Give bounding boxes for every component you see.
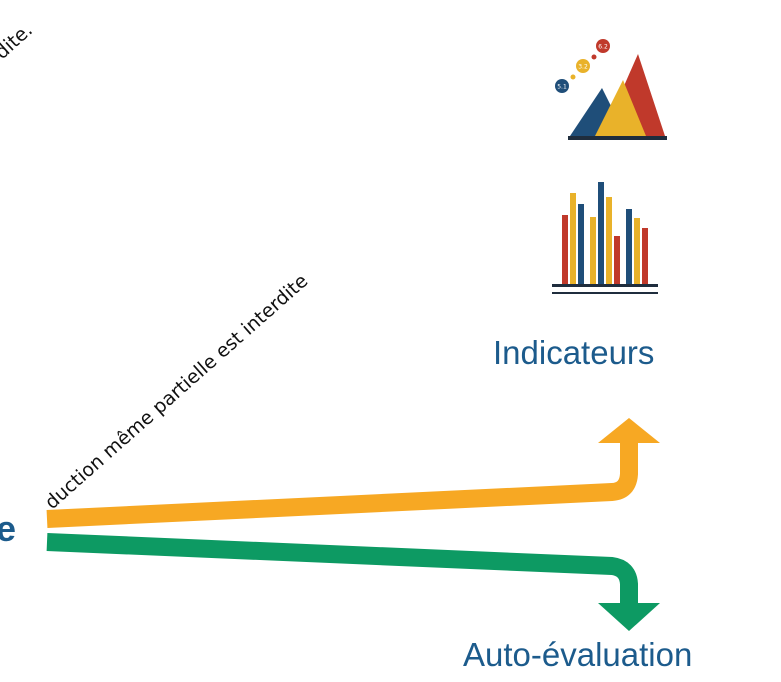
bar-10 bbox=[642, 228, 648, 284]
orange-arrow bbox=[46, 418, 660, 528]
bar-5 bbox=[598, 182, 604, 284]
badge-red-label: 6.2 bbox=[598, 44, 608, 51]
dot-small-gold bbox=[570, 74, 576, 80]
watermark-top: dite. bbox=[0, 19, 37, 64]
bar-4 bbox=[590, 217, 596, 284]
watermark-main: duction même partielle est interdite bbox=[41, 270, 313, 514]
bar-7 bbox=[614, 236, 620, 284]
badge-gold bbox=[576, 59, 590, 73]
indicateurs-label: Indicateurs bbox=[493, 334, 655, 371]
mountain-gold bbox=[595, 80, 646, 136]
badge-navy-label: 5.1 bbox=[557, 84, 567, 91]
bar-2 bbox=[570, 193, 576, 284]
orange-arrowhead bbox=[598, 418, 660, 443]
mountain-baseline bbox=[568, 136, 667, 140]
orange-arrow-shaft bbox=[46, 442, 638, 528]
watermark: dite. duction même partielle est interdi… bbox=[0, 19, 312, 514]
mountain-chart-icon: 5.1 3.2 6.2 bbox=[555, 39, 667, 140]
badge-gold-label: 3.2 bbox=[578, 64, 588, 71]
bar-6 bbox=[606, 197, 612, 284]
badge-navy bbox=[555, 79, 569, 93]
bar-8 bbox=[626, 209, 632, 284]
bar-9 bbox=[634, 218, 640, 284]
left-cut-label: e bbox=[0, 508, 17, 549]
bar-chart-baseline bbox=[552, 284, 658, 287]
badge-red bbox=[596, 39, 610, 53]
auto-evaluation-label: Auto-évaluation bbox=[463, 636, 693, 673]
green-arrow-shaft bbox=[46, 533, 638, 603]
bar-chart-icon bbox=[552, 182, 658, 294]
bar-chart-baseline-thin bbox=[552, 292, 658, 294]
bar-3 bbox=[578, 204, 584, 284]
bar-1 bbox=[562, 215, 568, 284]
dot-small-red bbox=[591, 54, 597, 60]
green-arrowhead bbox=[598, 603, 660, 631]
green-arrow bbox=[46, 533, 660, 631]
